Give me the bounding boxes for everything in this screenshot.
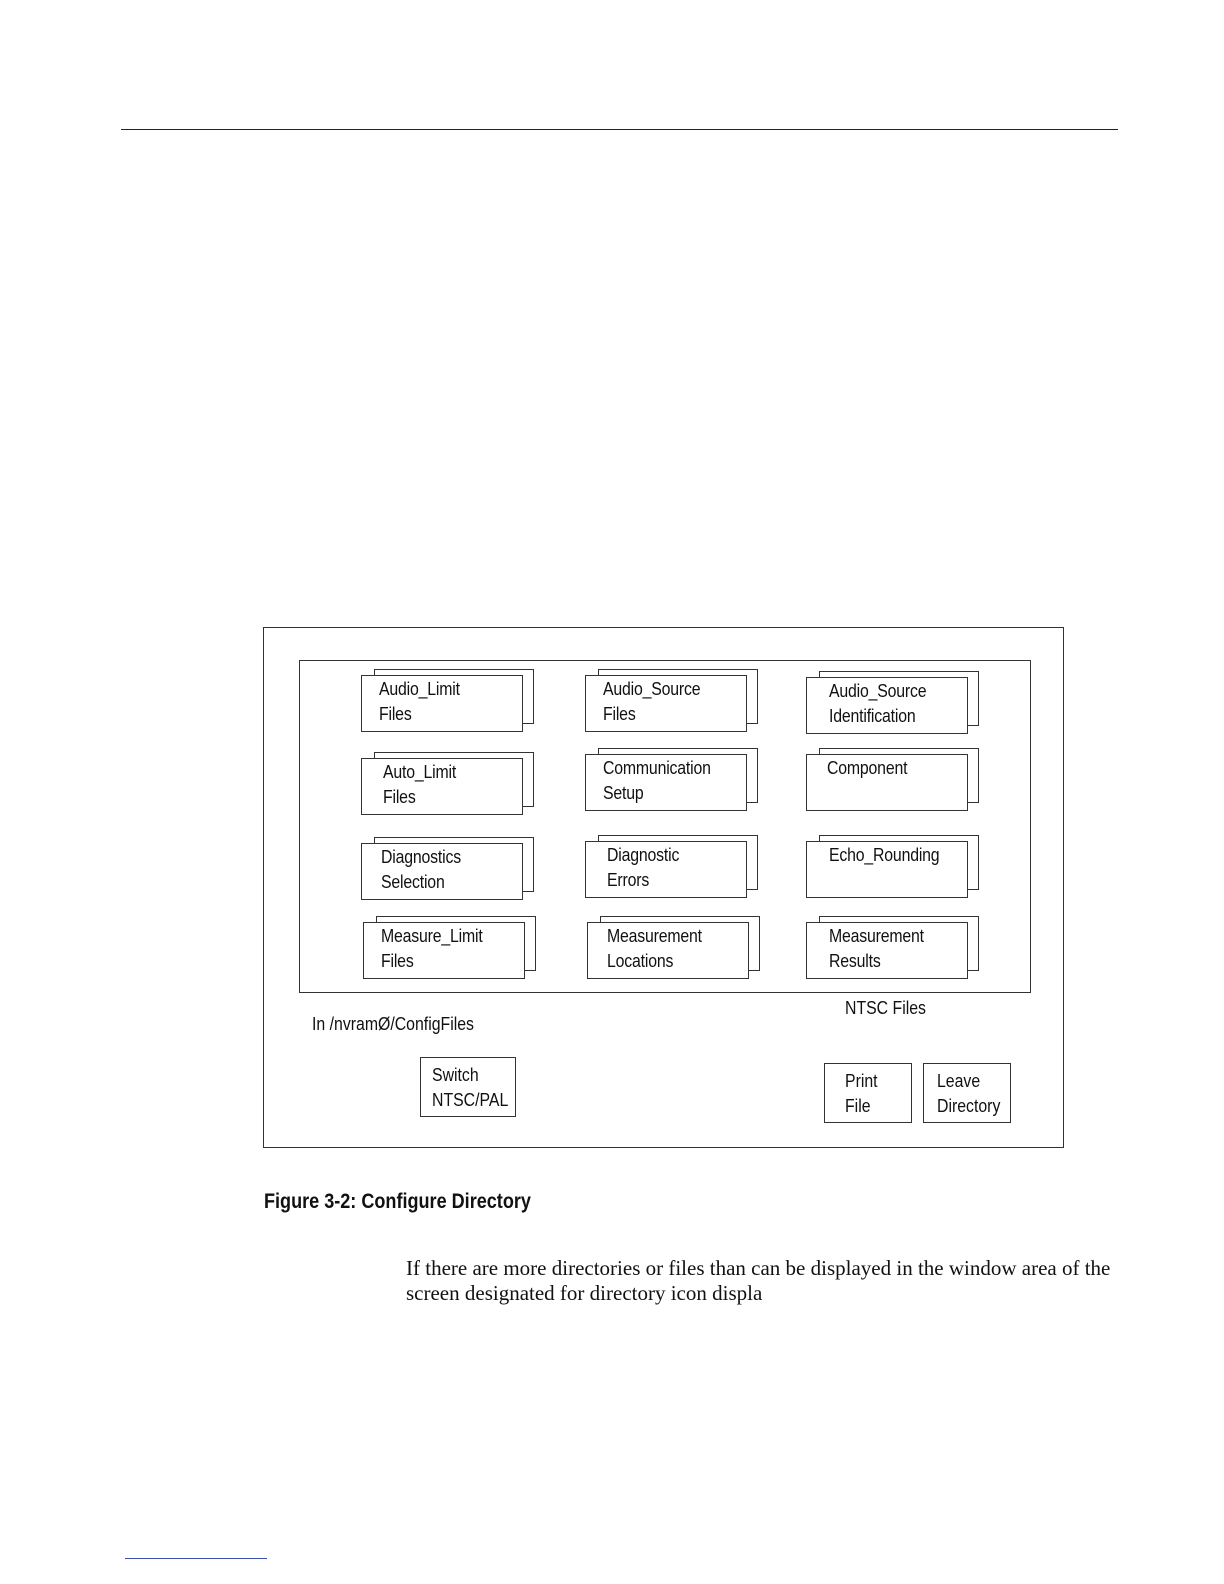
folder-diagnostics-selection[interactable]: Diagnostics Selection [361, 837, 536, 901]
folder-measurement-locations[interactable]: Measurement Locations [587, 916, 762, 980]
header-rule [121, 129, 1118, 130]
folder-communication-setup[interactable]: Communication Setup [585, 748, 760, 812]
folder-label: Echo_Rounding [829, 845, 940, 865]
folder-label: Diagnostics Selection [381, 847, 461, 892]
folder-front [585, 754, 747, 811]
folder-front [806, 677, 968, 734]
folder-label: Audio_Source Identification [829, 681, 927, 726]
folder-label: Diagnostic Errors [607, 845, 680, 890]
leave-directory-button[interactable]: Leave Directory [923, 1063, 1011, 1123]
folder-label: Measure_Limit Files [381, 926, 483, 971]
folder-label: Communication Setup [603, 758, 711, 803]
folder-label: Audio_Source Files [603, 679, 701, 724]
folder-front [587, 922, 749, 979]
folder-auto-limit-files[interactable]: Auto_Limit Files [361, 752, 536, 816]
folder-label: Component [827, 758, 908, 778]
folder-audio-source-files[interactable]: Audio_Source Files [585, 669, 760, 733]
print-file-button[interactable]: Print File [824, 1063, 912, 1123]
folder-front [361, 758, 523, 815]
switch-ntsc-pal-button[interactable]: Switch NTSC/PAL [420, 1057, 516, 1117]
folder-component[interactable]: Component [806, 748, 981, 812]
configure-directory-screen [263, 627, 1064, 1148]
folder-label: Measurement Results [829, 926, 924, 971]
folder-front [806, 754, 968, 811]
leave-directory-label: Leave Directory [937, 1071, 1001, 1116]
folder-label: Measurement Locations [607, 926, 702, 971]
folder-label: Audio_Limit Files [379, 679, 460, 724]
body-paragraph: If there are more directories or files t… [406, 1256, 1111, 1305]
folder-measure-limit-files[interactable]: Measure_Limit Files [363, 916, 538, 980]
folder-front [585, 841, 747, 898]
folder-measurement-results[interactable]: Measurement Results [806, 916, 981, 980]
folder-front [361, 675, 523, 732]
folder-audio-source-identification[interactable]: Audio_Source Identification [806, 671, 981, 735]
folder-label: Auto_Limit Files [383, 762, 457, 807]
folder-front [806, 841, 968, 898]
folder-front [363, 922, 525, 979]
folder-front [361, 843, 523, 900]
folder-echo-rounding[interactable]: Echo_Rounding [806, 835, 981, 899]
folder-diagnostic-errors[interactable]: Diagnostic Errors [585, 835, 760, 899]
switch-ntsc-pal-label: Switch NTSC/PAL [432, 1065, 509, 1110]
footnote-rule [125, 1558, 267, 1559]
directory-icon-window [299, 660, 1031, 993]
folder-front [585, 675, 747, 732]
mode-label: NTSC Files [845, 998, 926, 1018]
figure-caption: Figure 3-2: Configure Directory [264, 1190, 531, 1213]
folder-front [806, 922, 968, 979]
print-file-label: Print File [845, 1071, 878, 1116]
current-path-label: In /nvramØ/ConfigFiles [312, 1014, 474, 1034]
folder-audio-limit-files[interactable]: Audio_Limit Files [361, 669, 536, 733]
